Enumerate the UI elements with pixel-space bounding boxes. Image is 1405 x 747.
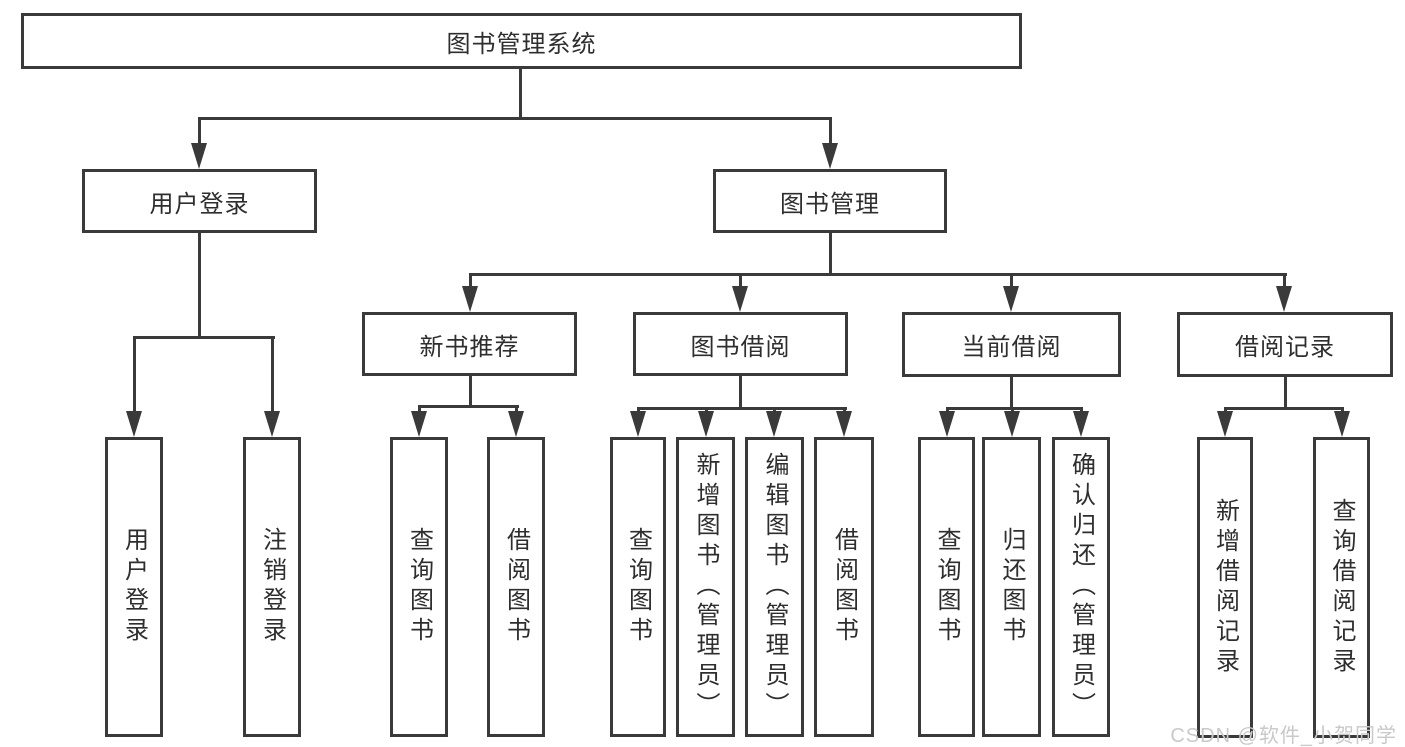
leaf-user-login: 用户登录 xyxy=(105,437,163,737)
leaf-br-query-record-label: 查询借阅记录 xyxy=(1328,497,1355,678)
leaf-nbr-query-books-label: 查询图书 xyxy=(405,527,433,647)
arrowhead-book-management xyxy=(822,143,838,169)
edge-user-login-bar xyxy=(133,336,275,339)
arrowhead-borrow-records xyxy=(1276,286,1292,312)
arrowhead-cb-return-book xyxy=(1004,411,1020,437)
leaf-cb-return-book-label: 归还图书 xyxy=(998,527,1025,647)
node-book-borrow: 图书借阅 xyxy=(633,312,848,376)
csdn-watermark: CSDN @软件_小贺同学 xyxy=(1170,725,1397,747)
arrowhead-new-book-recommend xyxy=(462,286,478,312)
leaf-cb-return-book: 归还图书 xyxy=(982,437,1041,737)
edge-user-login-trunk xyxy=(198,233,201,339)
arrowhead-bb-add-book xyxy=(698,411,714,437)
edge-bb-bar xyxy=(637,407,847,410)
leaf-cb-query-books: 查询图书 xyxy=(918,437,975,737)
leaf-logout-label: 注销登录 xyxy=(258,527,286,647)
edge-bm-stem-3 xyxy=(1010,273,1013,290)
leaf-nbr-borrow-books-label: 借阅图书 xyxy=(502,527,530,647)
edge-root-trunk xyxy=(519,69,522,117)
arrowhead-br-query-record xyxy=(1334,411,1350,437)
leaf-user-login-label: 用户登录 xyxy=(120,527,148,647)
leaf-cb-confirm-return-admin-label: 确认归还（管理员） xyxy=(1067,452,1095,722)
arrowhead-bb-query-books xyxy=(630,411,646,437)
node-root-label: 图书管理系统 xyxy=(446,30,597,58)
edge-cb-bar xyxy=(946,407,1083,410)
arrowhead-leaf-logout xyxy=(264,411,280,437)
node-borrow-records: 借阅记录 xyxy=(1177,312,1393,377)
arrowhead-cb-confirm-return xyxy=(1073,411,1089,437)
leaf-nbr-borrow-books: 借阅图书 xyxy=(487,437,545,737)
leaf-bb-edit-book-admin-label: 编辑图书（管理员） xyxy=(761,452,788,722)
node-user-login: 用户登录 xyxy=(82,169,317,233)
edge-user-login-stem-1 xyxy=(133,336,136,413)
edge-bb-trunk xyxy=(739,376,742,410)
edge-nbr-bar xyxy=(418,405,519,408)
leaf-br-add-record-label: 新增借阅记录 xyxy=(1211,497,1239,678)
edge-root-left-stem xyxy=(198,117,201,145)
leaf-bb-add-book-admin-label: 新增图书（管理员） xyxy=(692,452,719,722)
edge-root-bar xyxy=(198,117,832,120)
edge-br-bar xyxy=(1224,407,1344,410)
leaf-logout: 注销登录 xyxy=(243,437,301,737)
edge-bm-stem-4 xyxy=(1283,273,1286,290)
arrowhead-cb-query-books xyxy=(939,411,955,437)
leaf-bb-add-book-admin: 新增图书（管理员） xyxy=(676,437,735,737)
node-current-borrow-label: 当前借阅 xyxy=(961,334,1062,361)
arrowhead-nbr-query-books xyxy=(411,411,427,437)
arrowhead-br-add-record xyxy=(1217,411,1233,437)
node-root: 图书管理系统 xyxy=(21,13,1022,69)
leaf-bb-query-books-label: 查询图书 xyxy=(624,527,652,647)
node-book-borrow-label: 图书借阅 xyxy=(690,333,791,361)
arrowhead-user-login xyxy=(191,143,207,169)
arrowhead-nbr-borrow-books xyxy=(508,411,524,437)
node-book-management-label: 图书管理 xyxy=(780,190,880,218)
leaf-nbr-query-books: 查询图书 xyxy=(390,437,448,737)
node-borrow-records-label: 借阅记录 xyxy=(1235,334,1335,361)
arrowhead-bb-edit-book xyxy=(766,411,782,437)
edge-user-login-stem-2 xyxy=(271,336,274,413)
edge-nbr-trunk xyxy=(469,376,472,408)
edge-bm-stem-1 xyxy=(469,273,472,290)
leaf-br-query-record: 查询借阅记录 xyxy=(1313,437,1370,738)
leaf-br-add-record: 新增借阅记录 xyxy=(1197,437,1253,738)
leaf-bb-borrow-books-label: 借阅图书 xyxy=(830,527,858,647)
node-user-login-label: 用户登录 xyxy=(149,190,250,218)
edge-bm-stem-2 xyxy=(739,273,742,290)
arrowhead-bb-borrow-books xyxy=(836,411,852,437)
arrowhead-leaf-user-login xyxy=(126,411,142,437)
leaf-bb-borrow-books: 借阅图书 xyxy=(814,437,874,737)
leaf-bb-edit-book-admin: 编辑图书（管理员） xyxy=(745,437,804,737)
edge-cb-trunk xyxy=(1010,377,1013,410)
leaf-cb-confirm-return-admin: 确认归还（管理员） xyxy=(1052,437,1110,737)
node-new-book-recommend-label: 新书推荐 xyxy=(419,333,520,361)
node-current-borrow: 当前借阅 xyxy=(902,312,1121,377)
node-new-book-recommend: 新书推荐 xyxy=(362,312,577,376)
arrowhead-book-borrow xyxy=(732,286,748,312)
edge-br-trunk xyxy=(1284,377,1287,410)
node-book-management: 图书管理 xyxy=(713,169,947,233)
edge-nbr-stem-1 xyxy=(418,405,421,415)
arrowhead-current-borrow xyxy=(1003,286,1019,312)
edge-nbr-stem-2 xyxy=(515,405,518,415)
edge-book-management-bar xyxy=(469,273,1287,276)
edge-root-right-stem xyxy=(829,117,832,145)
leaf-bb-query-books: 查询图书 xyxy=(610,437,666,737)
edge-book-management-trunk xyxy=(829,233,832,276)
leaf-cb-query-books-label: 查询图书 xyxy=(933,527,960,647)
